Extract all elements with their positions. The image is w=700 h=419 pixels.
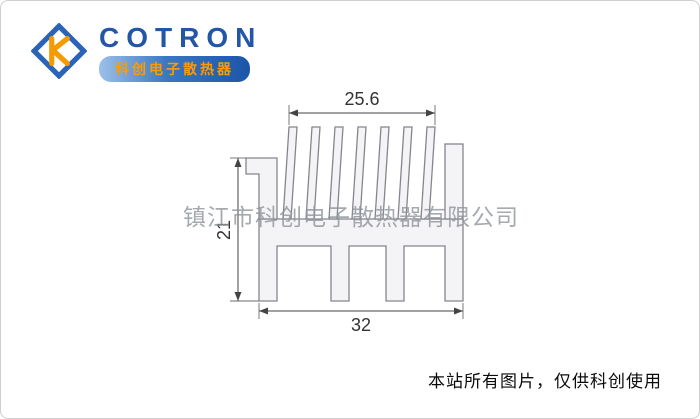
base-slab-and-legs: [258, 218, 464, 302]
fin: [397, 126, 413, 220]
fin: [305, 126, 321, 220]
diamond-outline: [30, 22, 88, 80]
fin-array: [282, 126, 436, 220]
logo-text: COTRON 科创电子散热器: [99, 23, 262, 82]
logo: COTRON 科创电子散热器: [30, 22, 262, 82]
fin: [374, 126, 390, 220]
fin: [351, 126, 367, 220]
heatsink-profile: [245, 126, 464, 302]
dimension-bottom: 32: [258, 303, 464, 335]
fin: [282, 126, 298, 220]
dimension-top: 25.6: [288, 89, 436, 125]
usage-notice: 本站所有图片，仅供科创使用: [428, 372, 662, 391]
brand-tagline: 科创电子散热器: [99, 56, 250, 82]
logo-k-diamond-icon: [30, 22, 88, 80]
right-wall: [444, 143, 464, 220]
brand-name: COTRON: [99, 22, 263, 53]
dimension-left: 21: [214, 157, 259, 302]
fin: [420, 126, 436, 220]
fin: [328, 126, 344, 220]
k-monogram-strokes: [49, 35, 70, 67]
logo-k-diamond-svg: [30, 22, 88, 80]
left-wall-tab: [245, 157, 278, 220]
dimension-bottom-label: 32: [351, 315, 371, 335]
dimension-left-label: 21: [214, 220, 234, 240]
dimension-top-label: 25.6: [344, 89, 379, 109]
